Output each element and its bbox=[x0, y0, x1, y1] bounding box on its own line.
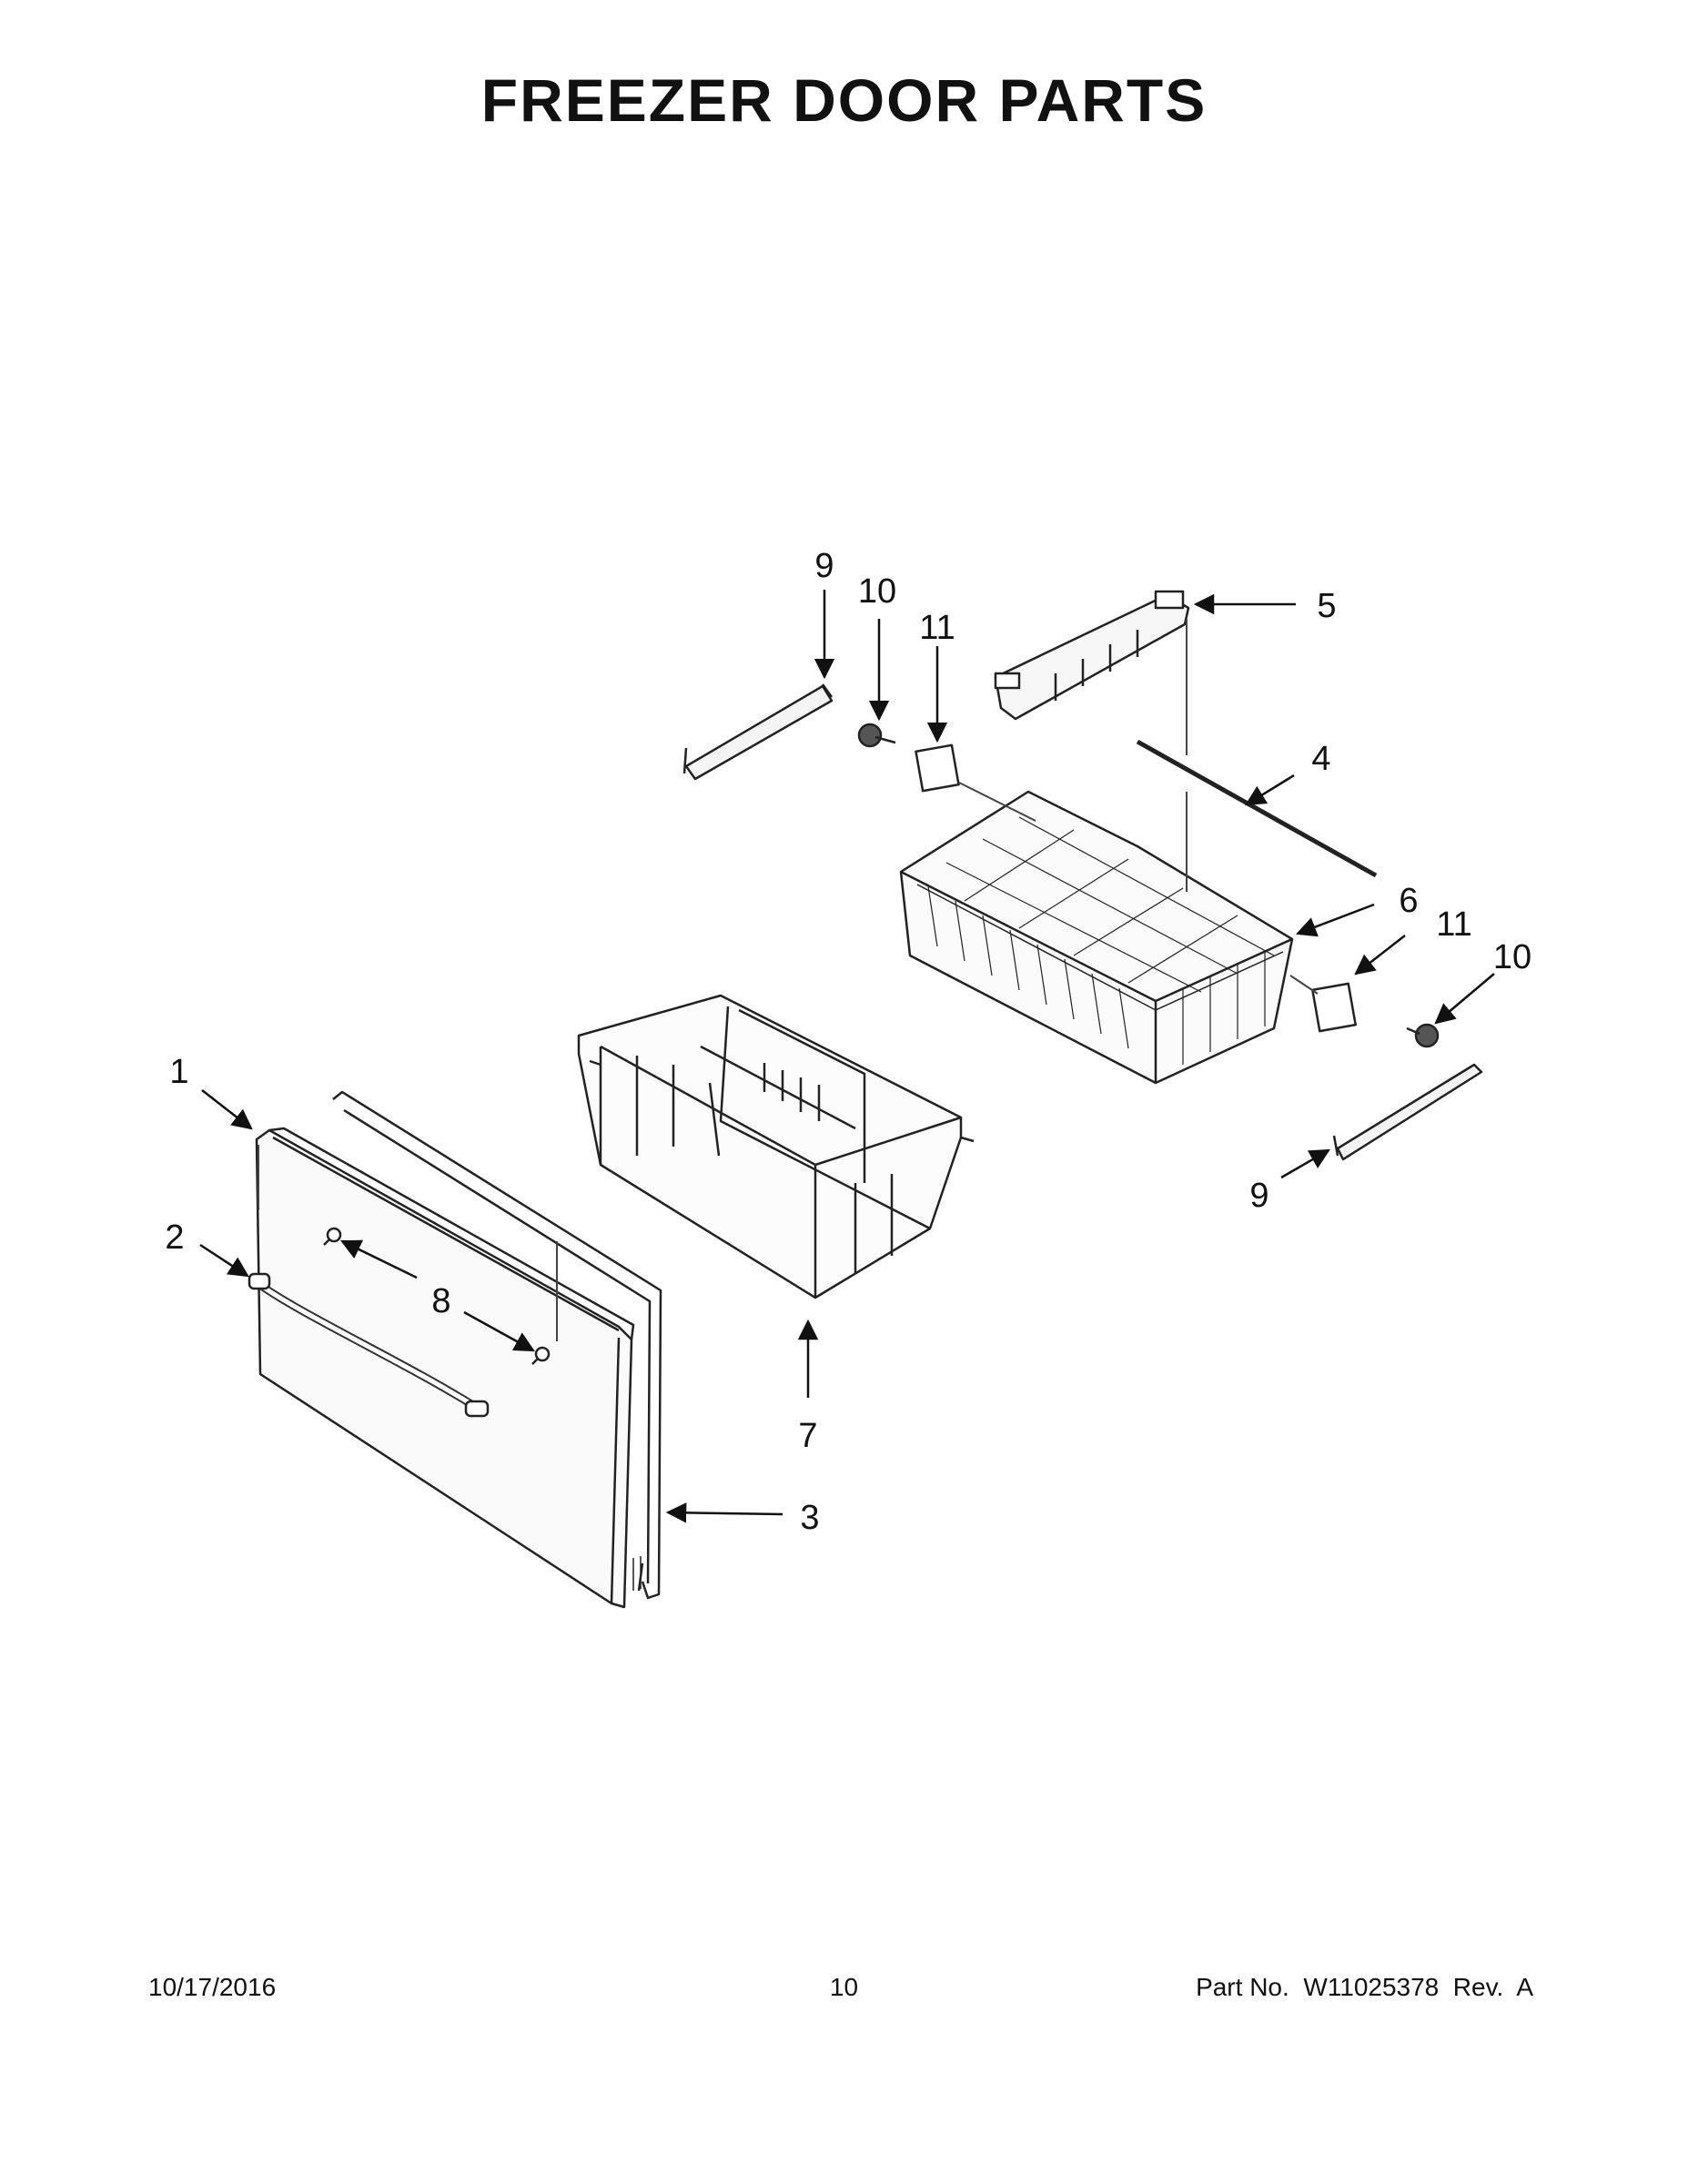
basket-rod-part bbox=[1136, 739, 1378, 878]
page-title: FREEZER DOOR PARTS bbox=[480, 66, 1208, 134]
footer-part-number: Part No. W11025378 Rev. A bbox=[1196, 1973, 1533, 2001]
callout-9b-arrow bbox=[1280, 1148, 1330, 1179]
wire-basket-part bbox=[899, 790, 1294, 1085]
callout-3-arrow bbox=[665, 1502, 783, 1523]
callout-4-arrow bbox=[1245, 774, 1295, 806]
callout-11b-label: 11 bbox=[1436, 905, 1471, 944]
door-panel-part bbox=[255, 1127, 635, 1609]
basket-bracket-part-lower bbox=[1311, 982, 1357, 1033]
handle-screw-part-lower bbox=[531, 1346, 551, 1365]
callout-5-label: 5 bbox=[1317, 587, 1336, 625]
callout-4-label: 4 bbox=[1311, 740, 1330, 778]
callout-8-label: 8 bbox=[431, 1282, 450, 1320]
callout-10b-arrow bbox=[1434, 973, 1495, 1025]
callout-3-label: 3 bbox=[800, 1499, 819, 1537]
callout-10b-label: 10 bbox=[1493, 938, 1531, 976]
callout-7-label: 7 bbox=[798, 1417, 817, 1455]
door-handle-part bbox=[248, 1272, 490, 1418]
freezer-bin-part bbox=[577, 994, 975, 1299]
callout-2-arrow bbox=[199, 1243, 249, 1278]
callout-2-label: 2 bbox=[165, 1218, 184, 1257]
callout-9a-label: 9 bbox=[814, 547, 834, 585]
footer-date: 10/17/2016 bbox=[148, 1973, 277, 2001]
callout-1-label: 1 bbox=[169, 1053, 188, 1091]
slide-rail-part-upper bbox=[682, 683, 834, 781]
callout-9b-label: 9 bbox=[1249, 1177, 1269, 1215]
handle-screw-part-upper bbox=[323, 1227, 342, 1246]
gear-part-lower bbox=[1406, 1023, 1440, 1048]
callout-11b-arrow bbox=[1354, 935, 1406, 976]
slide-rail-part-lower bbox=[1332, 1063, 1483, 1161]
callout-8-arrow-upper bbox=[339, 1239, 418, 1279]
basket-divider-part bbox=[994, 590, 1190, 721]
callout-6-label: 6 bbox=[1399, 882, 1418, 920]
footer-page-number: 10 bbox=[829, 1973, 859, 2001]
basket-bracket-part-upper bbox=[915, 743, 960, 793]
door-gasket-part bbox=[332, 1090, 662, 1600]
callout-8-arrow-lower bbox=[463, 1310, 535, 1352]
callout-6-arrow bbox=[1295, 903, 1375, 937]
callout-10a-label: 10 bbox=[858, 572, 896, 611]
callout-1-arrow bbox=[201, 1089, 253, 1130]
callout-11a-label: 11 bbox=[919, 609, 955, 647]
gear-part-upper bbox=[857, 723, 896, 748]
